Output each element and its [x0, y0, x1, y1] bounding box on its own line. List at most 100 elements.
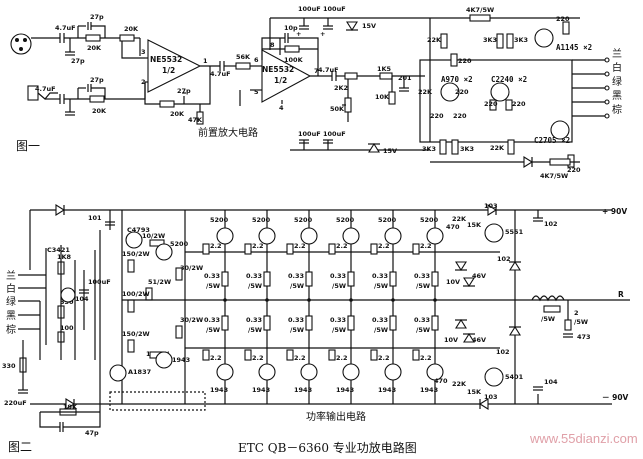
- svg-text:47p: 47p: [85, 429, 99, 437]
- emit-res-top-label: 0.33: [204, 272, 220, 280]
- emit-res-top-label: 0.33: [330, 272, 346, 280]
- svg-text:104: 104: [75, 295, 89, 303]
- svg-text:4: 4: [279, 104, 284, 112]
- base-res-label: 2.2: [210, 242, 222, 250]
- svg-text:4.7uF: 4.7uF: [210, 70, 231, 78]
- svg-text:+: +: [296, 30, 301, 38]
- transistor-bot-4-icon: [384, 363, 402, 381]
- svg-text:NE5532: NE5532: [150, 55, 182, 64]
- bot-trans-label: 1943: [420, 386, 438, 394]
- svg-text:100: 100: [60, 324, 74, 332]
- top-trans-label: 5200: [378, 216, 397, 224]
- svg-text:20K: 20K: [92, 107, 107, 115]
- svg-text:2.2: 2.2: [210, 354, 222, 362]
- svg-text:4K7/5W: 4K7/5W: [466, 6, 494, 14]
- svg-text:10V: 10V: [444, 336, 458, 344]
- svg-text:2: 2: [141, 78, 146, 86]
- svg-text:/5W: /5W: [574, 318, 588, 326]
- base-res-label: 2.2: [252, 242, 264, 250]
- svg-text:/5W: /5W: [416, 326, 430, 334]
- emit-res-bot-label: 0.33: [246, 316, 262, 324]
- transistor-bot-1-icon: [258, 363, 276, 381]
- svg-text:3K3: 3K3: [460, 145, 474, 153]
- svg-text:R: R: [618, 290, 624, 299]
- svg-text:100uF: 100uF: [323, 130, 346, 138]
- svg-text:102: 102: [497, 255, 511, 263]
- caption: ETC QB－6360 专业功放电路图: [238, 440, 417, 455]
- svg-text:100K: 100K: [284, 56, 304, 64]
- svg-text:22K: 22K: [418, 88, 433, 96]
- svg-text:19K: 19K: [63, 403, 78, 411]
- transistor-driver-bot-icon: [155, 351, 173, 369]
- svg-text:50K: 50K: [330, 105, 345, 113]
- r20k-label: 20K: [87, 44, 102, 52]
- svg-text:10/2W: 10/2W: [142, 232, 165, 240]
- top-trans-label: 5200: [420, 216, 439, 224]
- emit-res-bot-label: 0.33: [414, 316, 430, 324]
- svg-text:/5W: /5W: [248, 282, 262, 290]
- svg-text:1K5: 1K5: [377, 65, 392, 73]
- svg-text:C4793: C4793: [127, 226, 150, 234]
- svg-text:2K2: 2K2: [334, 84, 348, 92]
- svg-text:3K3: 3K3: [422, 145, 436, 153]
- transistor-c3421-icon: [60, 287, 76, 303]
- svg-text:3: 3: [141, 48, 146, 56]
- svg-text:330: 330: [2, 362, 16, 370]
- fig1-title: 前置放大电路: [198, 126, 258, 139]
- bot-trans-label: 1943: [252, 386, 270, 394]
- svg-text:10p: 10p: [284, 24, 298, 32]
- svg-text:56K: 56K: [236, 53, 251, 61]
- svg-text:47K: 47K: [188, 116, 203, 124]
- svg-text:22K: 22K: [452, 380, 467, 388]
- svg-text:220uF: 220uF: [4, 399, 27, 407]
- emit-res-bot-label: 0.33: [204, 316, 220, 324]
- svg-text:2: 2: [574, 309, 579, 317]
- svg-text:A1837: A1837: [128, 368, 151, 376]
- svg-text:兰: 兰: [6, 269, 16, 282]
- svg-text:/5W: /5W: [374, 326, 388, 334]
- emit-res-top-label: 0.33: [288, 272, 304, 280]
- svg-text:NE5532: NE5532: [262, 65, 294, 74]
- svg-text:30/2W: 30/2W: [180, 316, 203, 324]
- svg-text:5401: 5401: [505, 373, 524, 381]
- svg-text:棕: 棕: [6, 323, 16, 336]
- transistor-bot-2-icon: [300, 363, 318, 381]
- svg-text:兰: 兰: [612, 47, 622, 60]
- emit-res-top-label: 0.33: [246, 272, 262, 280]
- svg-text:/5W: /5W: [332, 282, 346, 290]
- svg-text:220: 220: [567, 166, 581, 174]
- svg-text:22K: 22K: [452, 215, 467, 223]
- svg-text:白: 白: [612, 61, 622, 74]
- svg-text:100uF: 100uF: [323, 5, 346, 13]
- c-in1-label: 4.7uF: [55, 24, 76, 32]
- transistor-bot-3-icon: [342, 363, 360, 381]
- top-trans-label: 5200: [294, 216, 313, 224]
- emit-res-bot-label: 0.33: [330, 316, 346, 324]
- svg-text:103: 103: [484, 202, 498, 210]
- top-trans-label: 5200: [210, 216, 229, 224]
- svg-text:10V: 10V: [446, 278, 460, 286]
- svg-text:C2705 ×2: C2705 ×2: [534, 136, 570, 145]
- svg-text:101: 101: [88, 214, 102, 222]
- transistor-top-0-icon: [216, 227, 234, 245]
- emit-res-bot-label: 0.33: [372, 316, 388, 324]
- svg-text:4.7uF: 4.7uF: [35, 85, 56, 93]
- transistor-5551-icon: [484, 223, 504, 243]
- opamp-b-icon: [261, 49, 312, 103]
- svg-text:100uF: 100uF: [88, 278, 111, 286]
- transistor-top-5-icon: [426, 227, 444, 245]
- svg-text:102: 102: [544, 220, 558, 228]
- bot-trans-label: 1943: [336, 386, 354, 394]
- transistor-5401-icon: [484, 367, 504, 387]
- svg-text:46V: 46V: [472, 272, 486, 280]
- svg-text:2.2: 2.2: [252, 354, 264, 362]
- svg-text:绿: 绿: [6, 295, 16, 308]
- svg-text:104: 104: [544, 378, 558, 386]
- transistor-top-4-icon: [384, 227, 402, 245]
- svg-text:51/2W: 51/2W: [148, 278, 171, 286]
- transistor-driver-top-icon: [155, 243, 173, 261]
- base-res-label: 2.2: [378, 242, 390, 250]
- emit-res-top-label: 0.33: [372, 272, 388, 280]
- svg-text:15V: 15V: [383, 147, 397, 155]
